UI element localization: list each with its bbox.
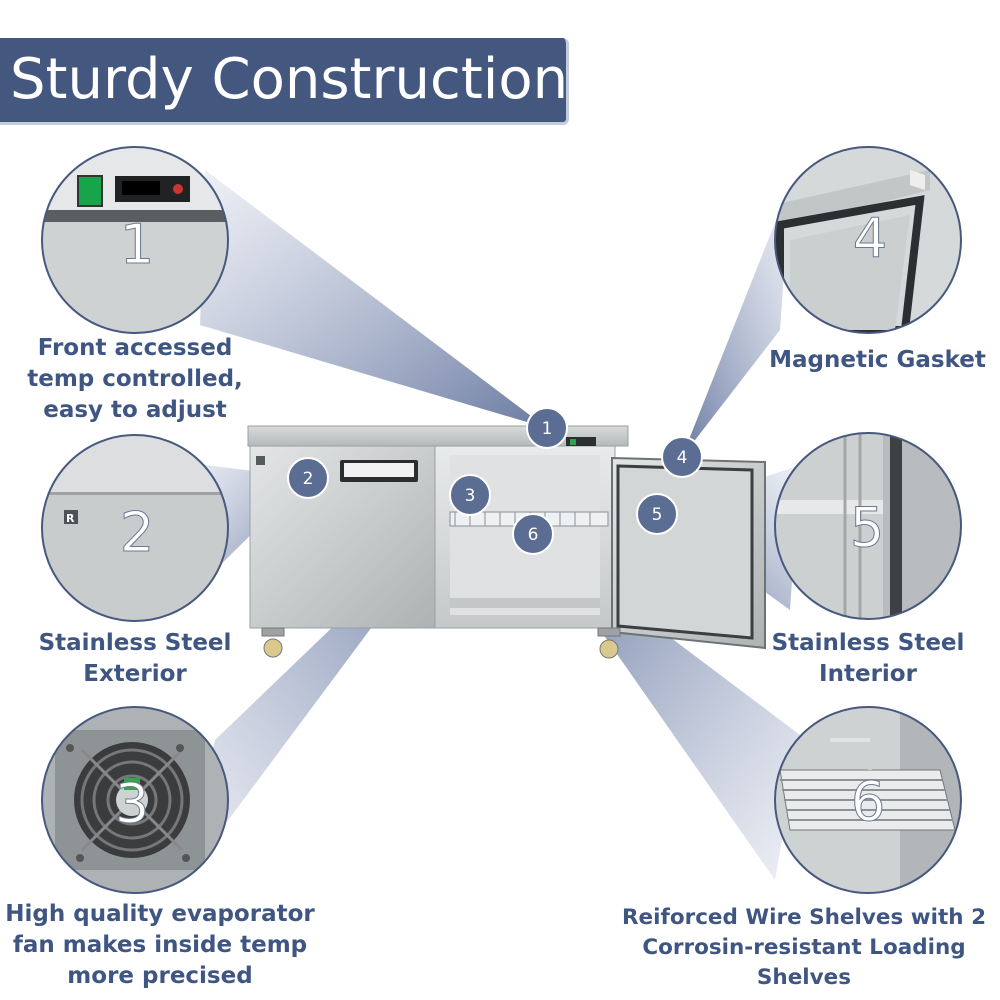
circle-number-3: 3 bbox=[115, 772, 149, 835]
marker-5[interactable]: 5 bbox=[636, 493, 678, 535]
marker-1[interactable]: 1 bbox=[526, 407, 568, 449]
marker-number-6: 6 bbox=[528, 525, 539, 545]
caption-1-line-3: easy to adjust bbox=[43, 397, 227, 423]
circle-numbers: 1 2 3 4 5 6 bbox=[114, 207, 887, 836]
beam-1 bbox=[200, 170, 547, 428]
marker-number-2: 2 bbox=[303, 469, 314, 489]
marker-4[interactable]: 4 bbox=[661, 436, 703, 478]
marker-number-1: 1 bbox=[542, 419, 553, 439]
marker-number-4: 4 bbox=[677, 448, 688, 468]
markers: 1 2 3 4 5 6 bbox=[287, 407, 703, 555]
casters bbox=[261, 627, 621, 659]
detail-circle-3 bbox=[41, 706, 229, 894]
caption-4-line-1: Magnetic Gasket bbox=[769, 347, 986, 373]
marker-2[interactable]: 2 bbox=[287, 457, 329, 499]
title-banner: Sturdy Construction: bbox=[0, 38, 587, 125]
caption-5-line-2: Interior bbox=[819, 661, 917, 687]
caption-2: Stainless Steel Exterior bbox=[10, 628, 260, 690]
caption-6-line-1: Reiforced Wire Shelves with 2 bbox=[621, 905, 987, 930]
circle-number-5: 5 bbox=[850, 496, 884, 559]
caption-1-line-1: Front accessed bbox=[37, 335, 233, 361]
caption-5: Stainless Steel Interior bbox=[748, 628, 988, 690]
caption-6-line-3: Shelves bbox=[756, 965, 852, 990]
circle-number-1: 1 bbox=[120, 213, 154, 276]
circle-number-2: 2 bbox=[120, 501, 154, 564]
marker-number-5: 5 bbox=[652, 505, 663, 525]
circle-number-6: 6 bbox=[851, 770, 885, 833]
detail-circle-2: R bbox=[41, 434, 229, 622]
detail-circle-4 bbox=[774, 146, 962, 334]
caption-3-line-2: fan makes inside temp bbox=[12, 932, 308, 958]
caption-2-line-2: Exterior bbox=[83, 661, 187, 687]
caption-3: High quality evaporator fan makes inside… bbox=[0, 899, 320, 992]
circle-number-4: 4 bbox=[853, 207, 887, 270]
caption-4: Magnetic Gasket bbox=[760, 345, 995, 376]
caption-1: Front accessed temp controlled, easy to … bbox=[10, 333, 260, 426]
caption-2-line-1: Stainless Steel bbox=[38, 630, 232, 656]
banner-title: Sturdy Construction: bbox=[10, 47, 587, 112]
marker-number-3: 3 bbox=[465, 486, 476, 506]
brand-badge bbox=[256, 456, 265, 465]
caption-6: Reiforced Wire Shelves with 2 Corrosin-r… bbox=[610, 903, 998, 993]
beam-4 bbox=[682, 185, 790, 457]
control-panel bbox=[566, 437, 596, 446]
svg-text:R: R bbox=[66, 512, 75, 525]
caption-6-line-2: Corrosin-resistant Loading bbox=[642, 935, 966, 960]
caption-1-line-2: temp controlled, bbox=[27, 366, 243, 392]
caption-3-line-1: High quality evaporator bbox=[5, 901, 315, 927]
caption-3-line-3: more precised bbox=[67, 963, 253, 989]
marker-3[interactable]: 3 bbox=[449, 474, 491, 516]
caption-5-line-1: Stainless Steel bbox=[771, 630, 965, 656]
marker-6[interactable]: 6 bbox=[512, 513, 554, 555]
